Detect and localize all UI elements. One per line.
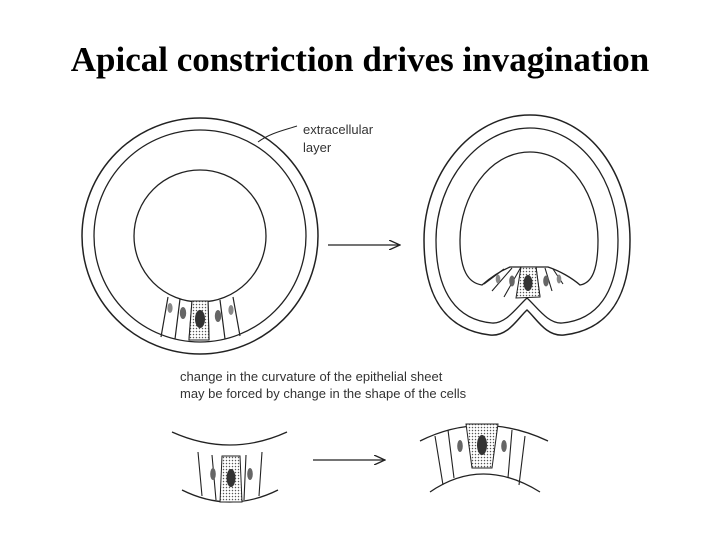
epithelium-outer-surface: [93, 129, 307, 343]
cell-nucleus: [210, 468, 216, 480]
cell-nucleus: [477, 435, 487, 455]
label-leader-line: [257, 125, 298, 143]
cell-nucleus: [226, 469, 236, 487]
figure-caption: change in the curvature of the epithelia…: [180, 369, 443, 384]
cell-nucleus: [247, 468, 253, 480]
cell-nucleus: [167, 303, 173, 313]
cell-nucleus: [543, 275, 549, 287]
outer-extracellular-boundary: [81, 117, 319, 355]
epithelium-inner-surface: [459, 151, 599, 286]
curved-sheet-top: [171, 431, 288, 446]
epithelial-cell-group: [483, 266, 564, 299]
cell-nucleus: [556, 274, 562, 284]
figure-caption: may be forced by change in the shape of …: [180, 386, 467, 401]
spherical-epithelium: [81, 117, 319, 355]
extracellular-layer-label: extracellular: [303, 122, 374, 137]
extracellular-layer-label: layer: [303, 140, 332, 155]
cell-nucleus: [509, 275, 515, 287]
cell-nucleus: [457, 440, 463, 452]
cell-nucleus: [523, 275, 533, 291]
cell-nucleus: [501, 440, 507, 452]
cell-nucleus: [214, 310, 222, 322]
epithelial-cell-group: [160, 296, 241, 341]
slide-title: Apical constriction drives invagination: [70, 40, 650, 79]
cell-nucleus: [495, 274, 501, 284]
cell-shape-after: [419, 423, 549, 493]
outer-extracellular-boundary: [423, 114, 631, 336]
curved-sheet-bottom: [429, 473, 541, 493]
cell-shape-before: [171, 431, 288, 503]
invaginated-epithelium: [423, 114, 631, 336]
epithelium-inner-surface: [133, 169, 267, 303]
cell-nucleus: [179, 307, 187, 319]
cell-nucleus: [195, 310, 205, 328]
cell-nucleus: [228, 305, 234, 315]
